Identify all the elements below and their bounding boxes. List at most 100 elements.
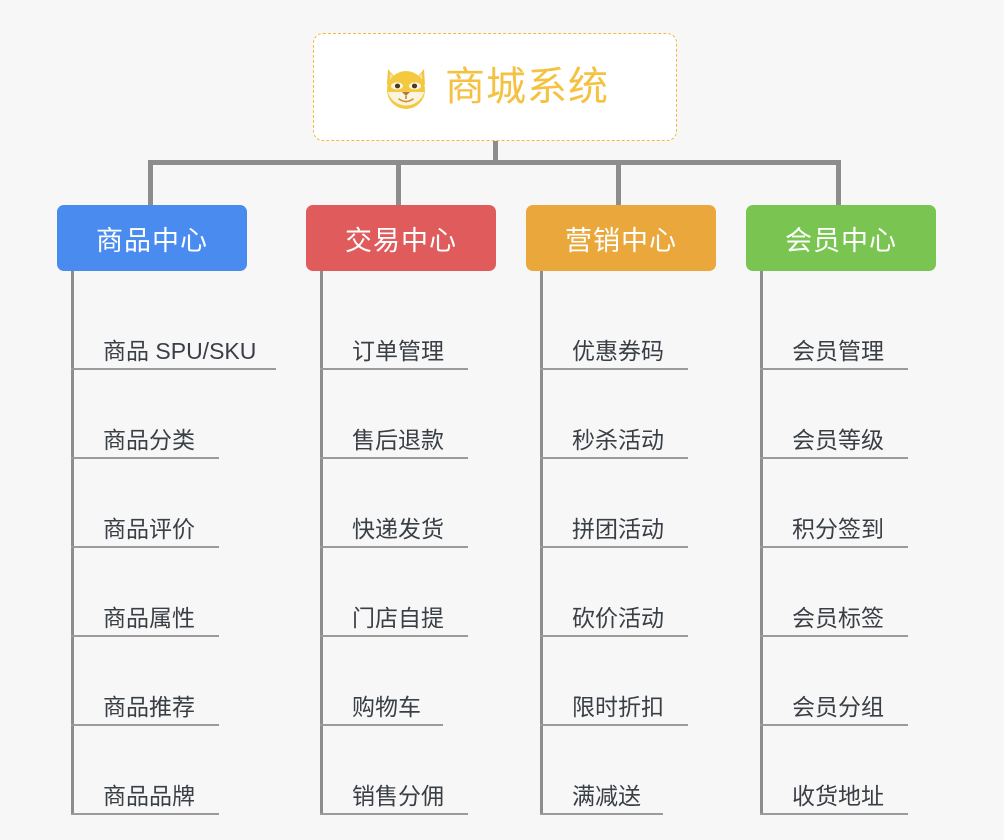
leaf-item-underline <box>71 635 219 637</box>
leaf-item-underline <box>540 635 688 637</box>
root-node-mall-system[interactable]: 商城系统 <box>313 33 677 141</box>
leaf-item-underline <box>760 457 908 459</box>
leaf-item[interactable]: 收货地址 <box>746 726 936 815</box>
leaf-item[interactable]: 限时折扣 <box>526 637 716 726</box>
leaf-item[interactable]: 拼团活动 <box>526 459 716 548</box>
leaf-item[interactable]: 购物车 <box>306 637 496 726</box>
leaf-item-label: 会员分组 <box>792 693 884 720</box>
leaf-item[interactable]: 商品品牌 <box>57 726 247 815</box>
root-node-title: 商城系统 <box>445 65 609 109</box>
leaf-item[interactable]: 售后退款 <box>306 370 496 459</box>
shiba-dog-face-icon <box>381 65 431 109</box>
leaf-item-label: 满减送 <box>572 782 641 809</box>
leaf-item-label: 售后退款 <box>352 426 444 453</box>
leaf-item[interactable]: 满减送 <box>526 726 716 815</box>
leaf-item-underline <box>71 813 219 815</box>
leaf-item-label: 收货地址 <box>792 782 884 809</box>
leaf-item-label: 会员等级 <box>792 426 884 453</box>
column-rail <box>320 271 323 815</box>
leaf-item[interactable]: 会员管理 <box>746 281 936 370</box>
leaf-item-list: 会员管理会员等级积分签到会员标签会员分组收货地址 <box>746 271 936 815</box>
leaf-item-label: 会员标签 <box>792 604 884 631</box>
leaf-item[interactable]: 订单管理 <box>306 281 496 370</box>
leaf-item-label: 购物车 <box>352 693 421 720</box>
leaf-item[interactable]: 商品 SPU/SKU <box>57 281 276 370</box>
connector-drop-column-2 <box>396 160 401 208</box>
leaf-item-label: 砍价活动 <box>572 604 664 631</box>
leaf-item-underline <box>71 368 276 370</box>
column-rail <box>540 271 543 815</box>
category-column-2: 交易中心订单管理售后退款快递发货门店自提购物车销售分佣 <box>306 205 496 815</box>
leaf-item-underline <box>540 546 688 548</box>
connector-drop-column-3 <box>616 160 621 208</box>
leaf-item-underline <box>71 457 219 459</box>
leaf-item[interactable]: 商品评价 <box>57 459 247 548</box>
leaf-item-label: 商品分类 <box>103 426 195 453</box>
leaf-item-list: 订单管理售后退款快递发货门店自提购物车销售分佣 <box>306 271 496 815</box>
leaf-item-label: 快递发货 <box>352 515 444 542</box>
leaf-item-label: 商品品牌 <box>103 782 195 809</box>
leaf-item-label: 商品推荐 <box>103 693 195 720</box>
leaf-item-label: 拼团活动 <box>572 515 664 542</box>
leaf-item[interactable]: 优惠券码 <box>526 281 716 370</box>
leaf-item[interactable]: 砍价活动 <box>526 548 716 637</box>
category-header-label: 交易中心 <box>345 225 457 256</box>
leaf-item-underline <box>760 635 908 637</box>
leaf-item-label: 订单管理 <box>352 337 444 364</box>
leaf-item-underline <box>760 368 908 370</box>
category-header-label: 营销中心 <box>565 225 677 256</box>
leaf-item-underline <box>320 813 468 815</box>
leaf-item[interactable]: 商品属性 <box>57 548 247 637</box>
leaf-item-label: 积分签到 <box>792 515 884 542</box>
leaf-item-underline <box>320 457 468 459</box>
column-rail <box>71 271 74 815</box>
category-header-3[interactable]: 营销中心 <box>526 205 716 271</box>
leaf-item-underline <box>320 546 468 548</box>
leaf-item-label: 商品属性 <box>103 604 195 631</box>
leaf-item-label: 秒杀活动 <box>572 426 664 453</box>
leaf-item-underline <box>760 813 908 815</box>
leaf-item-underline <box>320 635 468 637</box>
leaf-item[interactable]: 会员分组 <box>746 637 936 726</box>
connector-drop-column-4 <box>836 160 841 208</box>
leaf-item-list: 优惠券码秒杀活动拼团活动砍价活动限时折扣满减送 <box>526 271 716 815</box>
leaf-item[interactable]: 会员标签 <box>746 548 936 637</box>
leaf-item-label: 销售分佣 <box>352 782 444 809</box>
leaf-item-underline <box>320 724 443 726</box>
category-header-1[interactable]: 商品中心 <box>57 205 247 271</box>
connector-horizontal-bus <box>150 160 840 165</box>
category-header-2[interactable]: 交易中心 <box>306 205 496 271</box>
column-rail <box>760 271 763 815</box>
leaf-item[interactable]: 积分签到 <box>746 459 936 548</box>
leaf-item-underline <box>540 813 663 815</box>
leaf-item-list: 商品 SPU/SKU 商品分类商品评价商品属性商品推荐商品品牌 <box>57 271 276 815</box>
leaf-item[interactable]: 会员等级 <box>746 370 936 459</box>
connector-root-trunk <box>493 141 498 162</box>
leaf-item-label: 限时折扣 <box>572 693 664 720</box>
leaf-item-label: 优惠券码 <box>572 337 664 364</box>
category-column-3: 营销中心优惠券码秒杀活动拼团活动砍价活动限时折扣满减送 <box>526 205 716 815</box>
leaf-item-label: 商品 SPU/SKU <box>103 337 257 364</box>
leaf-item-label: 会员管理 <box>792 337 884 364</box>
leaf-item-underline <box>320 368 468 370</box>
leaf-item-underline <box>71 724 219 726</box>
leaf-item-underline <box>540 724 688 726</box>
leaf-item[interactable]: 销售分佣 <box>306 726 496 815</box>
category-header-label: 商品中心 <box>96 225 208 256</box>
leaf-item-underline <box>540 457 688 459</box>
leaf-item-underline <box>71 546 219 548</box>
category-header-4[interactable]: 会员中心 <box>746 205 936 271</box>
leaf-item-label: 门店自提 <box>352 604 444 631</box>
leaf-item[interactable]: 快递发货 <box>306 459 496 548</box>
category-header-label: 会员中心 <box>785 225 897 256</box>
leaf-item[interactable]: 商品推荐 <box>57 637 247 726</box>
leaf-item-underline <box>540 368 688 370</box>
connector-drop-column-1 <box>148 160 153 208</box>
leaf-item[interactable]: 门店自提 <box>306 548 496 637</box>
leaf-item[interactable]: 商品分类 <box>57 370 247 459</box>
category-column-4: 会员中心会员管理会员等级积分签到会员标签会员分组收货地址 <box>746 205 936 815</box>
leaf-item-label: 商品评价 <box>103 515 195 542</box>
leaf-item-underline <box>760 546 908 548</box>
leaf-item[interactable]: 秒杀活动 <box>526 370 716 459</box>
